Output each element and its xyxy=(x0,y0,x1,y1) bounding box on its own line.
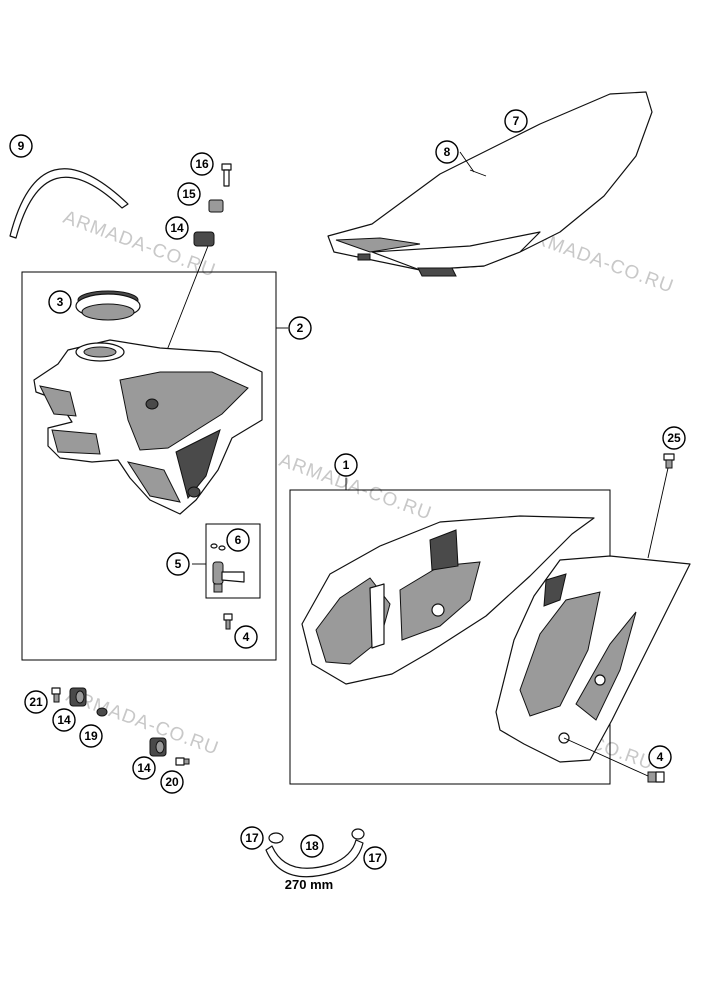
tank-mount-bush xyxy=(193,231,215,247)
callout-2: 2 xyxy=(288,316,312,340)
callout-4-tank: 4 xyxy=(234,625,258,649)
hose-clamp-right xyxy=(351,828,365,840)
svg-text:17: 17 xyxy=(245,831,259,845)
svg-text:20: 20 xyxy=(165,775,179,789)
callout-14-low: 14 xyxy=(132,756,156,780)
fuel-tap-frame xyxy=(205,523,261,599)
callout-9: 9 xyxy=(9,134,33,158)
fuel-hose xyxy=(265,839,364,878)
screw-20 xyxy=(175,757,190,766)
svg-text:18: 18 xyxy=(305,839,319,853)
callout-17-left: 17 xyxy=(240,826,264,850)
svg-text:4: 4 xyxy=(243,630,250,644)
svg-text:15: 15 xyxy=(182,187,196,201)
rubber-bush-14b xyxy=(149,737,167,757)
svg-text:25: 25 xyxy=(667,431,681,445)
svg-text:14: 14 xyxy=(137,761,151,775)
right-side-cover xyxy=(495,555,691,763)
screw-21 xyxy=(51,687,61,703)
tank-mount-washer xyxy=(208,199,224,213)
cover-screw-25 xyxy=(663,453,675,469)
seat xyxy=(327,91,653,277)
svg-text:5: 5 xyxy=(175,557,182,571)
svg-text:14: 14 xyxy=(170,221,184,235)
tank-mount-bolt xyxy=(221,163,232,187)
callout-3: 3 xyxy=(48,290,72,314)
washer-19 xyxy=(96,707,108,717)
tap-screw xyxy=(223,613,233,630)
callout-14-top: 14 xyxy=(165,216,189,240)
callout-8: 8 xyxy=(435,140,459,164)
callout-5: 5 xyxy=(166,552,190,576)
callout-18: 18 xyxy=(300,834,324,858)
callout-15: 15 xyxy=(177,182,201,206)
callout-6: 6 xyxy=(226,528,250,552)
cover-screw-4 xyxy=(647,771,665,783)
hose-clamp-left xyxy=(268,832,284,844)
callout-20: 20 xyxy=(160,770,184,794)
fuel-tap xyxy=(210,543,245,593)
callout-21: 21 xyxy=(24,690,48,714)
hose-length-label: 270 mm xyxy=(285,877,333,892)
svg-text:8: 8 xyxy=(444,145,451,159)
left-side-cover xyxy=(301,515,595,685)
svg-text:7: 7 xyxy=(513,114,520,128)
svg-text:6: 6 xyxy=(235,533,242,547)
svg-text:4: 4 xyxy=(657,750,664,764)
callout-25: 25 xyxy=(662,426,686,450)
overflow-hose xyxy=(9,168,129,239)
callout-1: 1 xyxy=(334,453,358,477)
svg-text:1: 1 xyxy=(343,458,350,472)
fuel-tank xyxy=(33,339,263,515)
callout-14-mid: 14 xyxy=(52,708,76,732)
svg-text:2: 2 xyxy=(297,321,304,335)
filler-cap xyxy=(75,290,141,321)
tank-group-frame xyxy=(21,271,277,661)
callout-19: 19 xyxy=(79,724,103,748)
callout-4-cover: 4 xyxy=(648,745,672,769)
svg-text:17: 17 xyxy=(368,851,382,865)
callout-17-right: 17 xyxy=(363,846,387,870)
svg-text:21: 21 xyxy=(29,695,43,709)
callout-7: 7 xyxy=(504,109,528,133)
watermark-4: ARMADA-CO.RU xyxy=(63,685,221,760)
svg-text:3: 3 xyxy=(57,295,64,309)
rubber-bush-14a xyxy=(69,687,87,707)
svg-text:19: 19 xyxy=(84,729,98,743)
callout-16: 16 xyxy=(190,152,214,176)
svg-text:9: 9 xyxy=(18,139,25,153)
svg-text:14: 14 xyxy=(57,713,71,727)
svg-text:16: 16 xyxy=(195,157,209,171)
